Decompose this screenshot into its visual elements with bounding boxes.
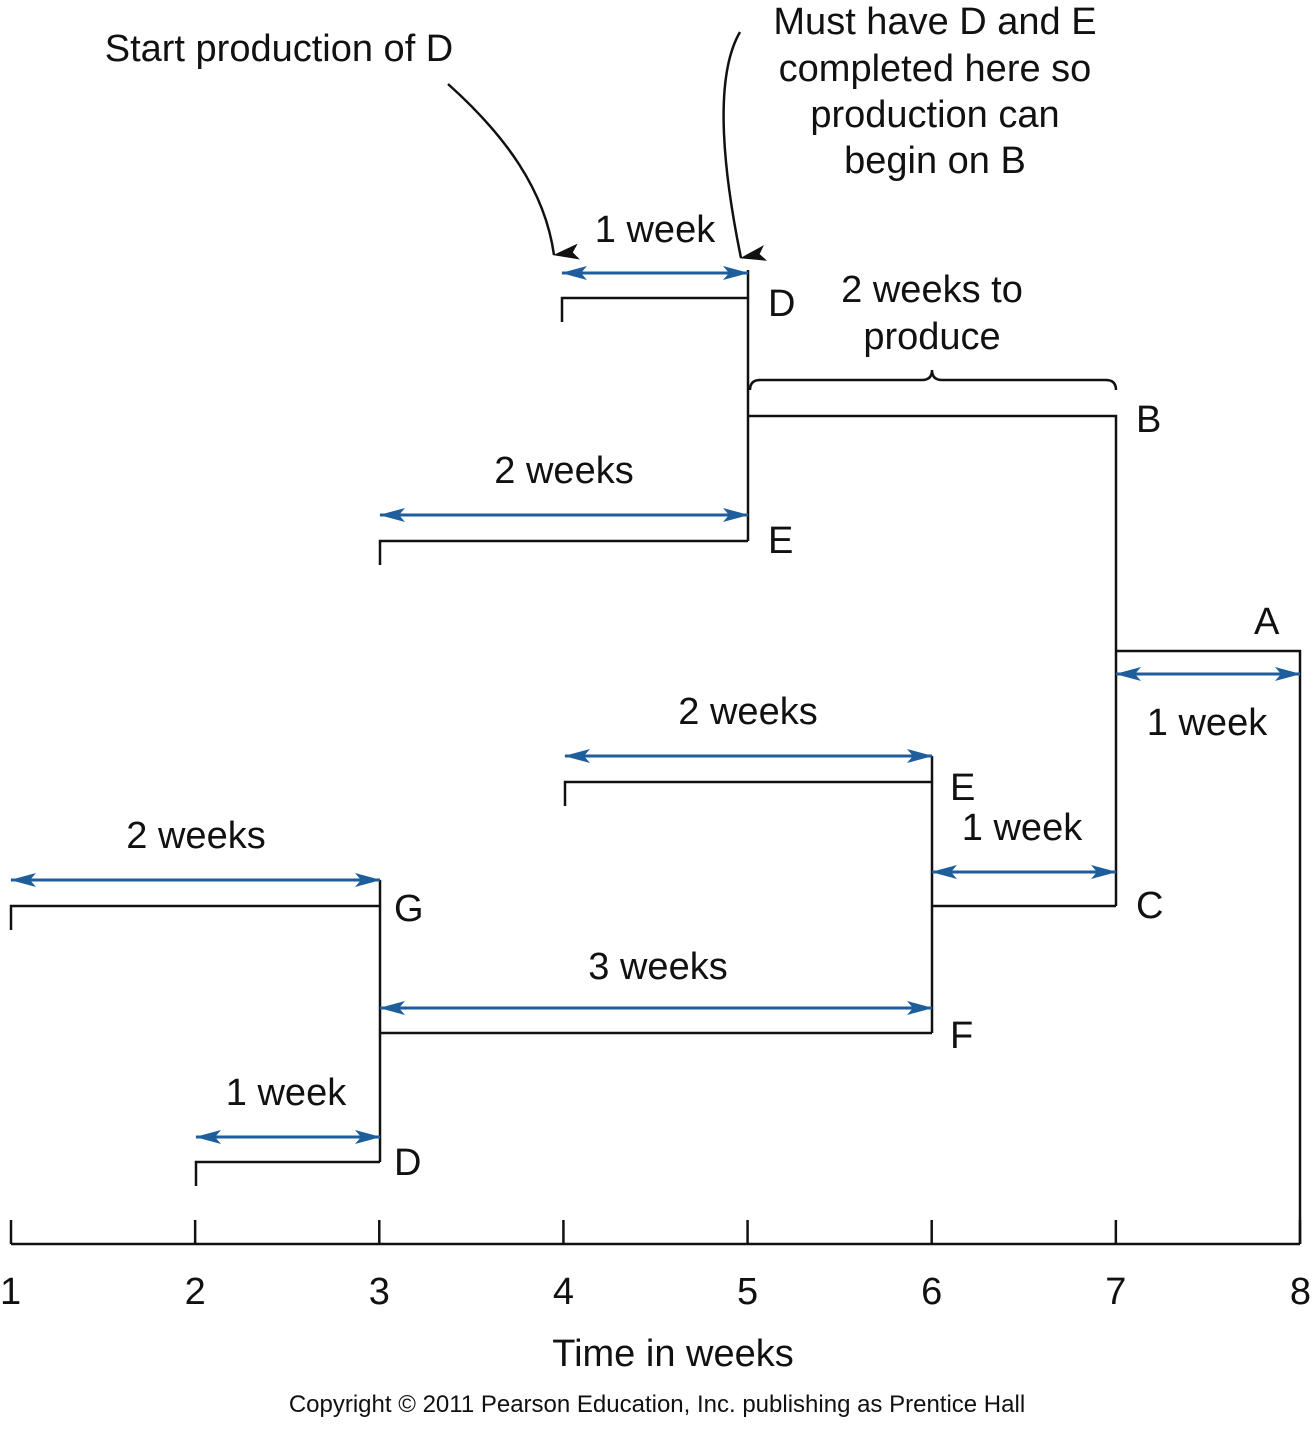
duration-label-f: 3 weeks [588, 946, 727, 988]
item-labels: D B E A E C G F D [394, 283, 1280, 1184]
item-label-e-mid: E [950, 767, 975, 809]
item-label-c: C [1136, 885, 1163, 927]
copyright-notice: Copyright © 2011 Pearson Education, Inc.… [289, 1391, 1025, 1418]
item-label-d-top: D [768, 283, 795, 325]
axis-tick-label-6: 6 [921, 1271, 942, 1313]
structure-lines [9, 270, 1302, 1244]
item-g-bar [9, 904, 380, 930]
duration-label-a: 1 week [1147, 702, 1268, 744]
axis-tick-label-3: 3 [369, 1271, 390, 1313]
axis-tick-label-2: 2 [185, 1271, 206, 1313]
item-label-b: B [1136, 399, 1161, 441]
axis-title: Time in weeks [552, 1333, 793, 1375]
duration-arrows [10, 266, 1301, 1144]
duration-label-e-top: 2 weeks [494, 450, 633, 492]
axis-tick-label-1: 1 [0, 1271, 21, 1313]
b-duration-brace [748, 369, 1118, 391]
annotation-start-d: Start production of D [105, 28, 454, 70]
item-label-g: G [394, 888, 424, 930]
annotation-produce-b-line-1: 2 weeks to [841, 269, 1023, 311]
axis-tick-label-7: 7 [1105, 1271, 1126, 1313]
duration-label-e-mid: 2 weeks [678, 691, 817, 733]
start-d-callout-arrow [447, 83, 580, 260]
axis-tick-label-4: 4 [553, 1271, 574, 1313]
axis-tick-label-8: 8 [1290, 1271, 1311, 1313]
item-a-bar [1116, 649, 1302, 1244]
item-label-a: A [1254, 601, 1280, 643]
item-label-f: F [950, 1015, 973, 1057]
callout-arrows [447, 31, 768, 261]
item-label-e-top: E [768, 520, 793, 562]
annotation-must-have-line-1: Must have D and E [773, 1, 1096, 43]
annotations: Start production of D Must have D and E … [105, 1, 1097, 358]
item-e-mid-bar [563, 780, 932, 806]
annotation-produce-b-line-2: produce [863, 316, 1000, 358]
annotation-must-have-line-4: begin on B [844, 140, 1026, 182]
item-label-d-bottom: D [394, 1142, 421, 1184]
time-axis: 1 2 3 4 5 6 7 8 Time in weeks [0, 1220, 1311, 1375]
duration-label-d-top: 1 week [595, 209, 716, 251]
item-d-bottom-bar [194, 1160, 380, 1186]
item-d-top-bar [560, 296, 748, 322]
axis-tick-label-5: 5 [737, 1271, 758, 1313]
annotation-must-have-line-3: production can [810, 94, 1059, 136]
duration-labels: 1 week 2 weeks 1 week 2 weeks 1 week 2 w… [126, 209, 1268, 1114]
annotation-must-have-line-2: completed here so [779, 48, 1092, 90]
item-b-bar [748, 414, 1118, 906]
item-e-top-bar [378, 539, 748, 565]
axis-ticks: 1 2 3 4 5 6 7 8 [0, 1220, 1311, 1313]
duration-label-d-bottom: 1 week [226, 1072, 347, 1114]
duration-label-g: 2 weeks [126, 815, 265, 857]
duration-label-c: 1 week [962, 807, 1083, 849]
must-have-callout-arrow [722, 31, 768, 261]
